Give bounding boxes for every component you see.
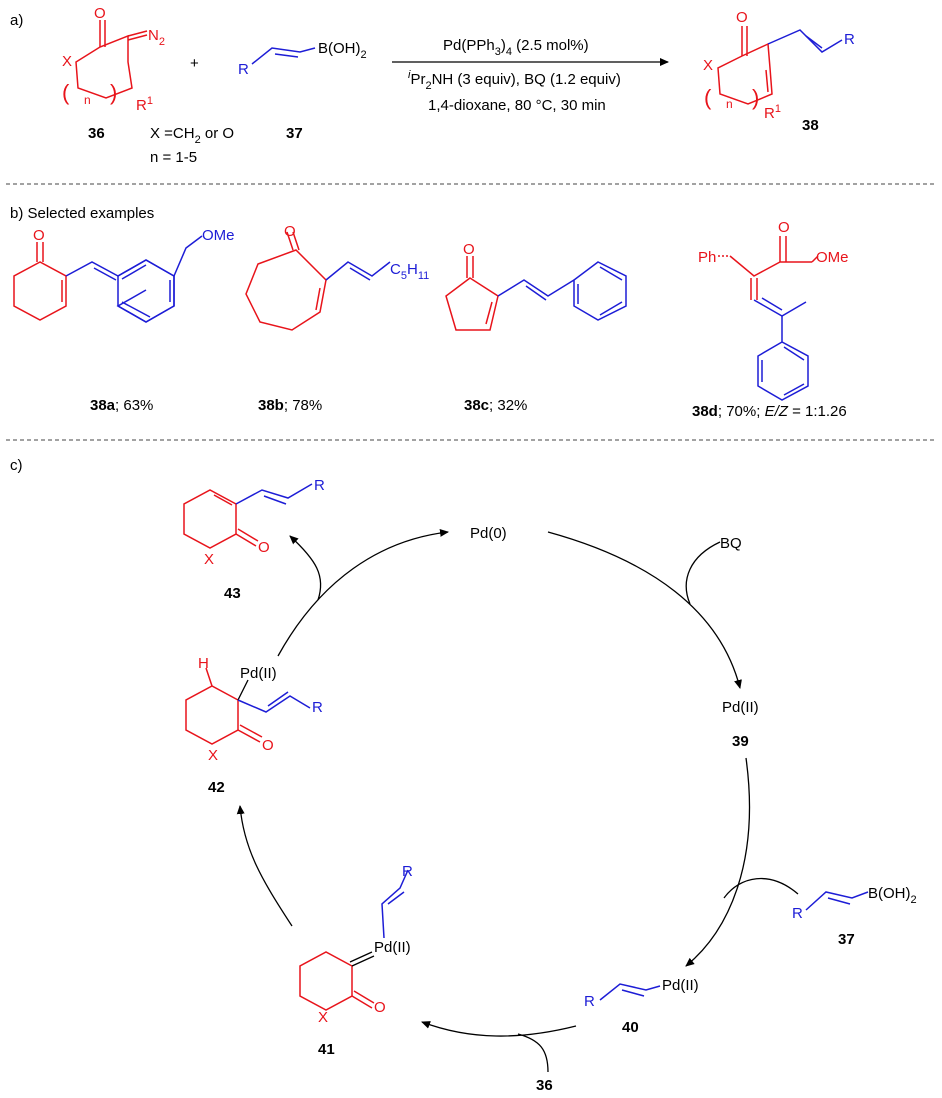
bq-entry-arrow <box>685 541 721 605</box>
svg-text:(: ( <box>62 80 70 105</box>
carbene-41-pd: Pd(II) <box>374 939 411 956</box>
compound-36-number: 36 <box>88 125 105 142</box>
example-38a-ome: OMe <box>202 227 235 244</box>
example-38b-chain: C5H11 <box>390 261 429 282</box>
svg-text:n: n <box>726 97 733 111</box>
example-38b-caption: 38b; 78% <box>258 397 322 414</box>
panel-b-label: b) Selected examples <box>10 205 154 222</box>
compound-43-number: 43 <box>224 585 241 602</box>
x-definition: X =CH2 or O <box>150 125 234 146</box>
vinyl-pd-40-r: R <box>584 993 595 1010</box>
diazo-entry-arrow <box>517 1033 549 1073</box>
example-38c-caption: 38c; 32% <box>464 397 527 414</box>
product-r1-label: R1 <box>764 103 781 122</box>
example-38a-structure: O <box>13 227 203 323</box>
compound-39-number: 39 <box>732 733 749 750</box>
complex-42-structure <box>185 667 311 745</box>
bq-label: BQ <box>720 535 742 552</box>
compound-40-number: 40 <box>622 1019 639 1036</box>
cycle-arc-pd0-to-39 <box>547 531 742 689</box>
product-43-structure <box>183 483 313 549</box>
carbene-41-structure <box>299 869 409 1011</box>
example-38d-structure: O <box>718 219 819 401</box>
complex-42-pd: Pd(II) <box>240 665 277 682</box>
carbene-41-x: X <box>318 1009 328 1026</box>
boronic-acid-label: B(OH)2 <box>318 40 367 61</box>
svg-text:): ) <box>110 80 117 105</box>
product-exit-arrow <box>289 535 322 601</box>
example-38b-structure: O <box>245 223 391 331</box>
product-38-structure: O X n ( ) <box>703 9 843 111</box>
svg-text:O: O <box>736 9 748 26</box>
vinyl-r-label: R <box>238 61 249 78</box>
reactant-36-structure: O X n ( ) <box>62 5 148 107</box>
n-definition: n = 1-5 <box>150 149 197 166</box>
svg-text:O: O <box>463 241 475 258</box>
svg-text:O: O <box>94 5 106 22</box>
vinyl-pd-40-structure <box>599 983 661 1001</box>
plus-sign: + <box>190 55 199 72</box>
vinyl-pd-40-pd: Pd(II) <box>662 977 699 994</box>
compound-41-number: 41 <box>318 1041 335 1058</box>
cycle-boronic-37-structure <box>805 891 869 911</box>
cycle-arc-39-to-40 <box>685 757 751 967</box>
product-43-o: O <box>258 539 270 556</box>
cycle-arc-42-to-pd0 <box>277 528 449 657</box>
compound-37-number: 37 <box>286 125 303 142</box>
compound-42-number: 42 <box>208 779 225 796</box>
catalyst-condition: Pd(PPh3)4 (2.5 mol%) <box>443 37 589 58</box>
cycle-arc-41-to-42 <box>236 805 293 927</box>
carbene-41-o: O <box>374 999 386 1016</box>
panel-c-label: c) <box>10 457 23 474</box>
cycle-compound-37-number: 37 <box>838 931 855 948</box>
svg-text:n: n <box>84 93 91 107</box>
reactant-37-structure <box>251 47 316 65</box>
example-38d-ome: OMe <box>816 249 849 266</box>
pd0-label: Pd(0) <box>470 525 507 542</box>
svg-text:O: O <box>284 223 296 240</box>
example-38a-caption: 38a; 63% <box>90 397 153 414</box>
svg-text:O: O <box>778 219 790 236</box>
boronic-entry-arrow <box>723 878 799 899</box>
product-43-r: R <box>314 477 325 494</box>
compound-38-number: 38 <box>802 117 819 134</box>
base-condition: iPr2NH (3 equiv), BQ (1.2 equiv) <box>408 69 621 92</box>
pd2-39-label: Pd(II) <box>722 699 759 716</box>
solvent-condition: 1,4-dioxane, 80 °C, 30 min <box>428 97 606 114</box>
svg-text:(: ( <box>704 85 712 110</box>
svg-text:O: O <box>33 227 45 244</box>
carbene-41-r: R <box>402 863 413 880</box>
svg-text:X: X <box>703 57 713 74</box>
product-r-label: R <box>844 31 855 48</box>
product-43-x: X <box>204 551 214 568</box>
panel-a-label: a) <box>10 12 23 29</box>
example-38d-ph: Ph <box>698 249 716 266</box>
ring-r1-label: R1 <box>136 95 153 114</box>
svg-text:X: X <box>62 53 72 70</box>
example-38c-structure: O <box>445 241 627 331</box>
cycle-input-36: 36 <box>536 1077 553 1094</box>
complex-42-x: X <box>208 747 218 764</box>
complex-42-h: H <box>198 655 209 672</box>
cycle-boronic-r: R <box>792 905 803 922</box>
example-38d-caption: 38d; 70%; E/Z = 1:1.26 <box>692 403 847 420</box>
complex-42-o: O <box>262 737 274 754</box>
diazo-label: N2 <box>148 27 165 48</box>
svg-text:): ) <box>752 85 759 110</box>
cycle-boronic-label: B(OH)2 <box>868 885 917 906</box>
cycle-arc-40-to-41 <box>421 1021 577 1037</box>
complex-42-r: R <box>312 699 323 716</box>
